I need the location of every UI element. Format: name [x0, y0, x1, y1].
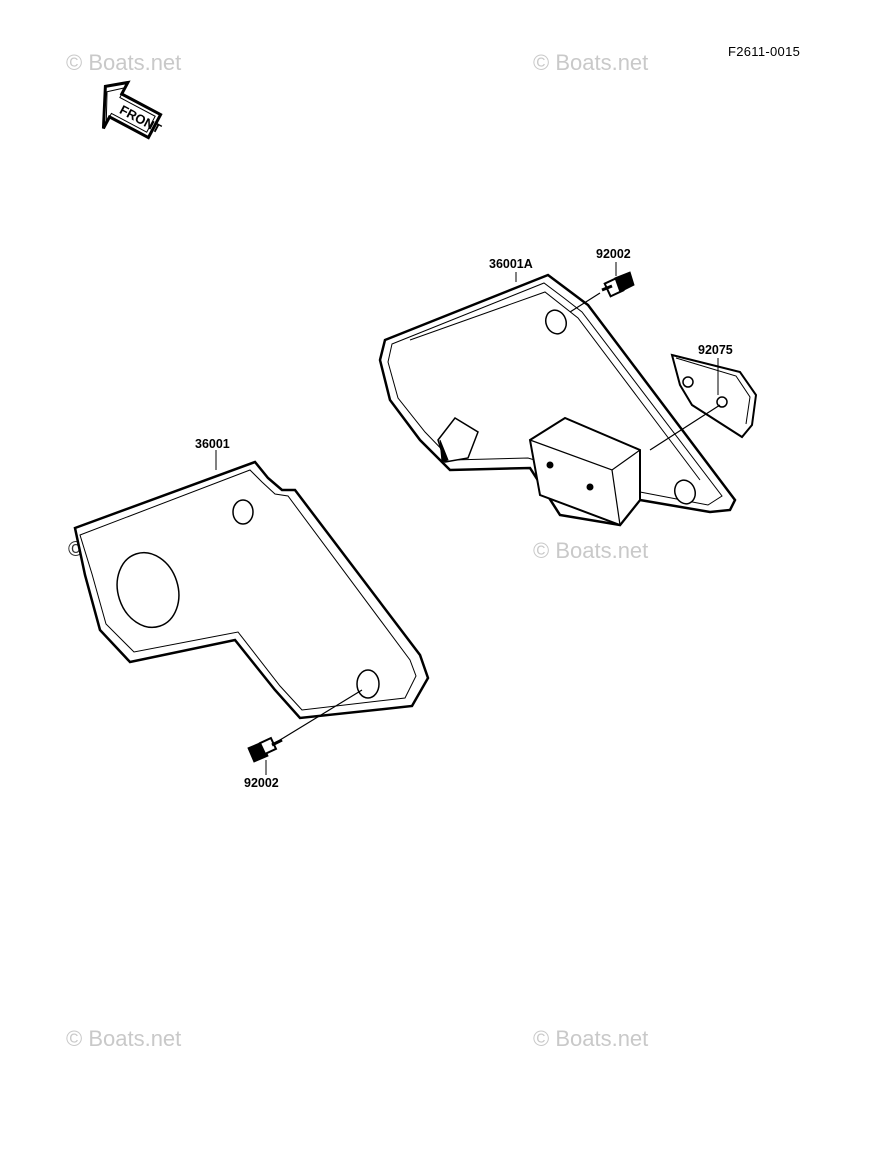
watermark-bottom-right: © Boats.net	[533, 1026, 649, 1051]
label-92075: 92075	[698, 343, 733, 357]
label-92002-upper: 92002	[596, 247, 631, 261]
watermark-top-right: © Boats.net	[533, 50, 649, 75]
label-92002-lower: 92002	[244, 776, 279, 790]
figure-reference: F2611-0015	[728, 44, 801, 59]
watermark-top-left: © Boats.net	[66, 50, 182, 75]
part-92002-bolt-lower	[247, 689, 363, 763]
part-92075-plate	[649, 353, 758, 451]
leader-lines	[215, 262, 719, 775]
part-92002-bolt-upper	[569, 271, 635, 313]
part-36001-side-cover	[73, 460, 430, 720]
watermark-middle-right: © Boats.net	[533, 538, 649, 563]
label-36001a: 36001A	[489, 257, 533, 271]
watermark-bottom-left: © Boats.net	[66, 1026, 182, 1051]
label-36001: 36001	[195, 437, 230, 451]
part-36001a-side-cover	[378, 273, 737, 527]
front-arrow-icon: FRONT	[101, 80, 164, 140]
